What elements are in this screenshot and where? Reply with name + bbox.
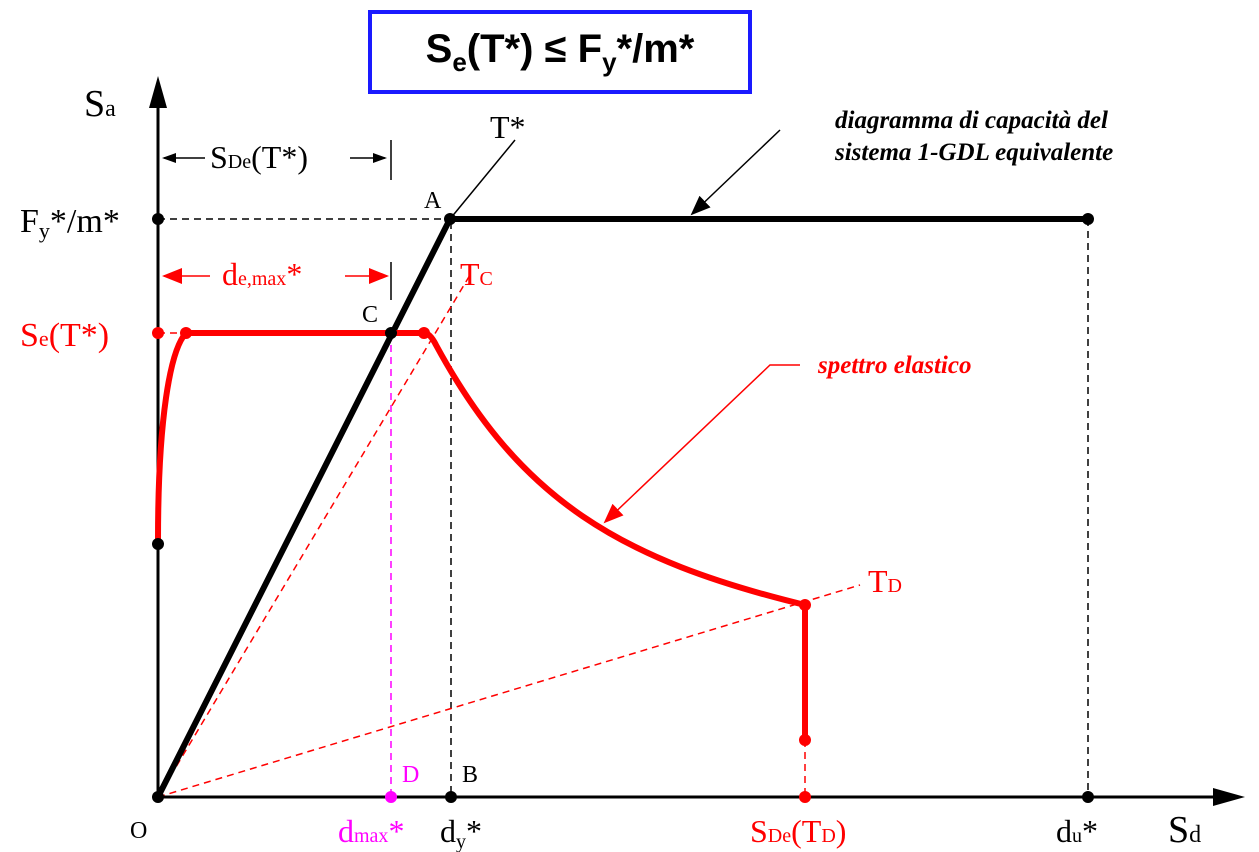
tc-label: TC: [460, 256, 493, 292]
tstar-label: T*: [490, 109, 526, 145]
point-du-axis: [1082, 791, 1094, 803]
y-axis-label: Sa: [84, 83, 116, 125]
spectrum-pointer-arrow: [603, 364, 800, 524]
axes: [149, 76, 1245, 806]
title-box: Se(T*) ≤ Fy*/m*: [368, 10, 752, 94]
point-c-label: C: [362, 302, 378, 328]
y-axis-arrow: [149, 76, 167, 108]
dy-label: dy*: [440, 813, 482, 852]
points: [152, 213, 1094, 803]
point-d: [385, 791, 397, 803]
elastic-spectrum-curve: [155, 330, 808, 743]
sde-tstar-dim-label: SDe(T*): [210, 139, 308, 175]
point-spectrum-plateau-start: [180, 327, 192, 339]
point-b: [445, 791, 457, 803]
notes: diagramma di capacità del sistema 1-GDL …: [817, 107, 1113, 379]
capacity-note-line1: diagramma di capacità del: [835, 107, 1108, 134]
point-d-label: D: [402, 762, 419, 788]
dashed-guides: [157, 140, 1089, 798]
du-label: du*: [1056, 813, 1098, 849]
tc-line: [157, 274, 471, 798]
point-du: [1082, 213, 1094, 225]
point-b-label: B: [462, 762, 478, 788]
point-fy-axis: [152, 213, 164, 225]
capacity-curve: [155, 216, 1088, 799]
demax-dim-label: de,max*: [222, 256, 302, 292]
dimension-arrows: [162, 153, 389, 284]
x-axis-arrow: [1213, 788, 1245, 806]
tstar-line: [449, 139, 516, 220]
point-a: [444, 213, 456, 225]
point-sde-td: [799, 791, 811, 803]
point-spectrum-start: [152, 538, 164, 550]
point-se-axis: [152, 327, 164, 339]
origin-label: O: [130, 818, 147, 844]
title-formula: Se(T*) ≤ Fy*/m*: [425, 26, 695, 77]
td-label: TD: [868, 563, 902, 599]
fy-label: Fy*/m*: [20, 203, 120, 243]
td-line: [157, 584, 861, 798]
capacity-pointer-arrow: [690, 129, 781, 216]
x-axis-label: Sd: [1168, 809, 1201, 851]
point-spectrum-end: [799, 734, 811, 746]
dmax-label: dmax*: [338, 813, 404, 849]
capacity-note-line2: sistema 1-GDL equivalente: [834, 139, 1113, 166]
point-c: [385, 327, 397, 339]
se-label: Se(T*): [20, 317, 109, 354]
point-a-label: A: [424, 188, 442, 214]
point-spectrum-plateau-end: [418, 327, 430, 339]
sde-td-label: SDe(TD): [750, 813, 846, 849]
point-origin: [152, 791, 164, 803]
spectrum-note: spettro elastico: [817, 352, 971, 379]
point-td-corner: [799, 599, 811, 611]
labels: Sa Sd O Fy*/m* Se(T*) dmax* dy* SDe(TD) …: [20, 83, 1201, 852]
